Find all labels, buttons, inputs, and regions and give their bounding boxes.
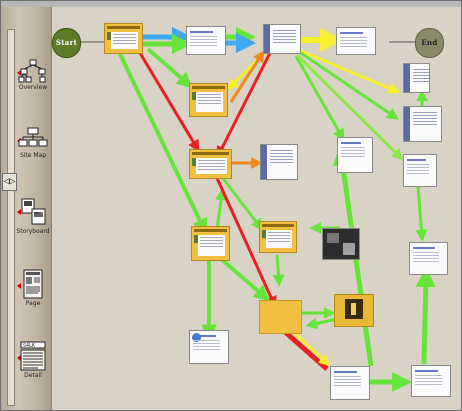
arrow-page3-to-r2	[300, 51, 399, 120]
nav-site-map[interactable]: Site Map	[15, 127, 51, 159]
nav-site-map-label: Site Map	[19, 152, 47, 159]
globe-icon	[192, 333, 201, 342]
site-flow-canvas[interactable]: Start End	[52, 7, 461, 410]
nav-overview-label: Overview	[18, 84, 48, 91]
page-thumbnail-2[interactable]	[186, 26, 226, 55]
page-thumbnail-mid[interactable]	[189, 83, 228, 117]
page-marker-icon	[17, 283, 21, 289]
page-thumbnail-r4[interactable]	[403, 154, 437, 187]
page-thumbnail-r3[interactable]	[337, 137, 373, 173]
arrow-r4-to-r5	[415, 185, 428, 242]
sitemap-icon	[15, 127, 51, 151]
arrow-page3-to-r3	[294, 55, 345, 142]
arrow-page3-to-center-red	[216, 52, 272, 159]
page-thumbnail-yellow[interactable]	[259, 300, 302, 334]
page-thumbnail-dark[interactable]	[322, 228, 360, 260]
overview-marker-icon	[17, 70, 21, 76]
storyboard-marker-icon	[17, 209, 21, 215]
start-node[interactable]: Start	[52, 28, 81, 58]
zoom-slider-track[interactable]	[7, 29, 15, 406]
page-thumbnail-logo[interactable]	[189, 330, 229, 364]
end-node[interactable]: End	[415, 28, 444, 58]
page-thumbnail-r1[interactable]	[403, 63, 430, 93]
page-thumbnail-photo[interactable]	[334, 294, 374, 327]
page-icon	[15, 269, 51, 299]
page-thumbnail-home[interactable]	[104, 23, 143, 54]
storyboard-icon	[15, 197, 51, 227]
arrow-right-to-yellow	[272, 254, 285, 287]
page-thumbnail-br[interactable]	[411, 365, 451, 397]
arrow-home-to-center-red	[138, 52, 200, 153]
start-label: Start	[55, 38, 78, 47]
arrow-center-to-yellow-box	[215, 177, 277, 309]
arrow-center-to-right	[220, 176, 263, 231]
zoom-slider-handle[interactable]: ◁▷	[2, 173, 17, 191]
page-thumbnail-4[interactable]	[336, 27, 376, 55]
arrow-home-to-lower	[118, 53, 208, 235]
page-thumbnail-3[interactable]	[263, 24, 301, 54]
page-thumbnail-right[interactable]	[259, 221, 297, 253]
nav-detail[interactable]: S4LK Detail	[15, 341, 51, 379]
arrow-page3-to-r4	[295, 53, 404, 161]
detail-icon: S4LK	[15, 341, 51, 371]
nav-overview[interactable]: Overview	[15, 59, 51, 91]
svg-text:S4LK: S4LK	[23, 343, 35, 349]
arrow-photo-to-yellow	[305, 317, 338, 330]
arrow-lower-to-center	[215, 188, 227, 231]
nav-detail-label: Detail	[24, 372, 42, 379]
page-thumbnail-r5[interactable]	[409, 242, 448, 275]
zoom-sidebar: ◁▷ Overview	[1, 7, 52, 410]
nav-storyboard[interactable]: Storyboard	[15, 197, 51, 235]
page-thumbnail-news[interactable]	[260, 144, 298, 180]
page-thumbnail-r2[interactable]	[403, 106, 442, 142]
arrow-home-to-mid	[146, 47, 193, 89]
arrow-page3-to-r1-yellow	[300, 49, 401, 94]
connection-arrows	[79, 27, 436, 392]
overview-tree-icon	[15, 59, 51, 83]
page-thumbnail-bottom[interactable]	[330, 366, 370, 400]
arrow-br-to-r5	[415, 267, 436, 365]
page-thumbnail-lower[interactable]	[191, 226, 230, 261]
nav-page[interactable]: Page	[15, 269, 51, 307]
detail-marker-icon	[17, 355, 21, 361]
page-thumbnail-center[interactable]	[189, 149, 232, 179]
arrow-mid-to-page3	[229, 49, 265, 103]
arrow-yellow-to-bottom-red	[282, 329, 329, 371]
end-label: End	[421, 38, 438, 47]
nav-storyboard-label: Storyboard	[16, 228, 50, 235]
nav-page-label: Page	[25, 300, 41, 307]
